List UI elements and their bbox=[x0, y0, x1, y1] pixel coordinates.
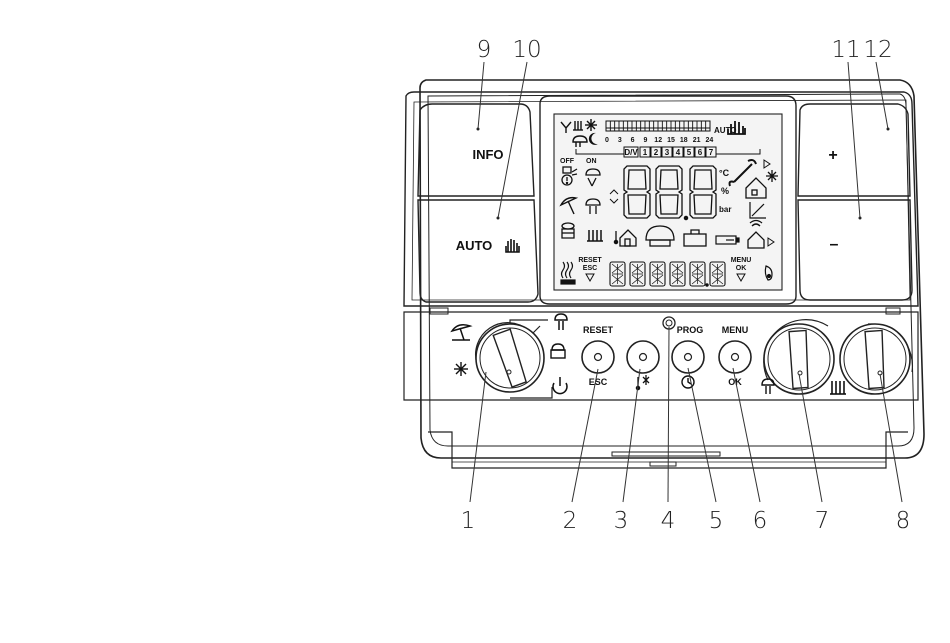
lcd-esc-label: ESC bbox=[583, 265, 597, 272]
day-label: 1 bbox=[643, 148, 648, 157]
lcd-on-label: ON bbox=[586, 158, 597, 165]
callout-6: 6 bbox=[753, 508, 768, 534]
callout-4: 4 bbox=[661, 508, 676, 534]
unit-celsius: °C bbox=[719, 168, 730, 178]
heating-radiator-icon bbox=[551, 344, 565, 358]
day-box: D/V bbox=[624, 147, 638, 157]
hour-label: 21 bbox=[693, 137, 701, 144]
callout-5: 5 bbox=[709, 508, 724, 534]
lcd-ok-label: OK bbox=[736, 265, 747, 272]
unit-percent: % bbox=[721, 186, 729, 196]
minus-key-label: – bbox=[830, 236, 839, 253]
callout-8: 8 bbox=[896, 508, 911, 534]
hour-label: 9 bbox=[643, 137, 647, 144]
menu-label: MENU bbox=[722, 325, 749, 335]
plus-key[interactable]: + bbox=[798, 104, 910, 196]
ch-temperature-knob[interactable] bbox=[840, 324, 912, 394]
callout-2: 2 bbox=[563, 508, 578, 534]
auto-key-label: AUTO bbox=[456, 238, 493, 253]
callout-12: 12 bbox=[863, 37, 892, 63]
lcd-menu-label: MENU bbox=[731, 257, 752, 264]
callout-7: 7 bbox=[815, 508, 830, 534]
heating-tap-icon bbox=[555, 314, 567, 330]
unit-bar: bar bbox=[719, 205, 731, 214]
plus-key-label: + bbox=[828, 147, 837, 164]
callout-3: 3 bbox=[614, 508, 629, 534]
chimney-sweep-button[interactable] bbox=[627, 341, 659, 373]
hour-label: 15 bbox=[667, 137, 675, 144]
day-label: 6 bbox=[698, 148, 703, 157]
day-label: 4 bbox=[676, 148, 681, 157]
day-label: 2 bbox=[654, 148, 659, 157]
summer-umbrella-icon bbox=[452, 325, 470, 340]
auto-key[interactable]: AUTO bbox=[418, 200, 538, 302]
mode-selector-knob[interactable] bbox=[476, 320, 552, 398]
reset-label: RESET bbox=[583, 325, 614, 335]
hour-label: 6 bbox=[631, 137, 635, 144]
callout-10: 10 bbox=[512, 37, 541, 63]
callout-11: 11 bbox=[831, 37, 860, 63]
power-icon bbox=[553, 377, 567, 394]
day-label: 3 bbox=[665, 148, 670, 157]
hour-label: 18 bbox=[680, 137, 688, 144]
dhw-tap-icon bbox=[762, 379, 774, 394]
lcd-off-label: OFF bbox=[560, 158, 575, 165]
day-label: 5 bbox=[687, 148, 692, 157]
esc-label: ESC bbox=[589, 377, 608, 387]
minus-key[interactable]: – bbox=[798, 200, 912, 300]
info-key-label: INFO bbox=[472, 147, 503, 162]
hour-label: 3 bbox=[618, 137, 622, 144]
strip-tabs bbox=[430, 308, 900, 314]
hour-label: 0 bbox=[605, 137, 609, 144]
callout-9: 9 bbox=[477, 37, 492, 63]
reset-esc-button[interactable] bbox=[582, 341, 614, 373]
callout-1: 1 bbox=[461, 508, 476, 534]
hour-label: 24 bbox=[706, 137, 714, 144]
day-label: D/V bbox=[624, 148, 638, 157]
lcd-reset-label: RESET bbox=[578, 257, 602, 264]
hour-label: 12 bbox=[654, 137, 662, 144]
day-label: 7 bbox=[709, 148, 714, 157]
radiator-icon-small bbox=[573, 121, 583, 130]
prog-label: PROG bbox=[677, 325, 704, 335]
ch-radiator-icon bbox=[830, 381, 846, 394]
menu-ok-button[interactable] bbox=[719, 341, 751, 373]
snowflake-icon bbox=[454, 362, 468, 376]
